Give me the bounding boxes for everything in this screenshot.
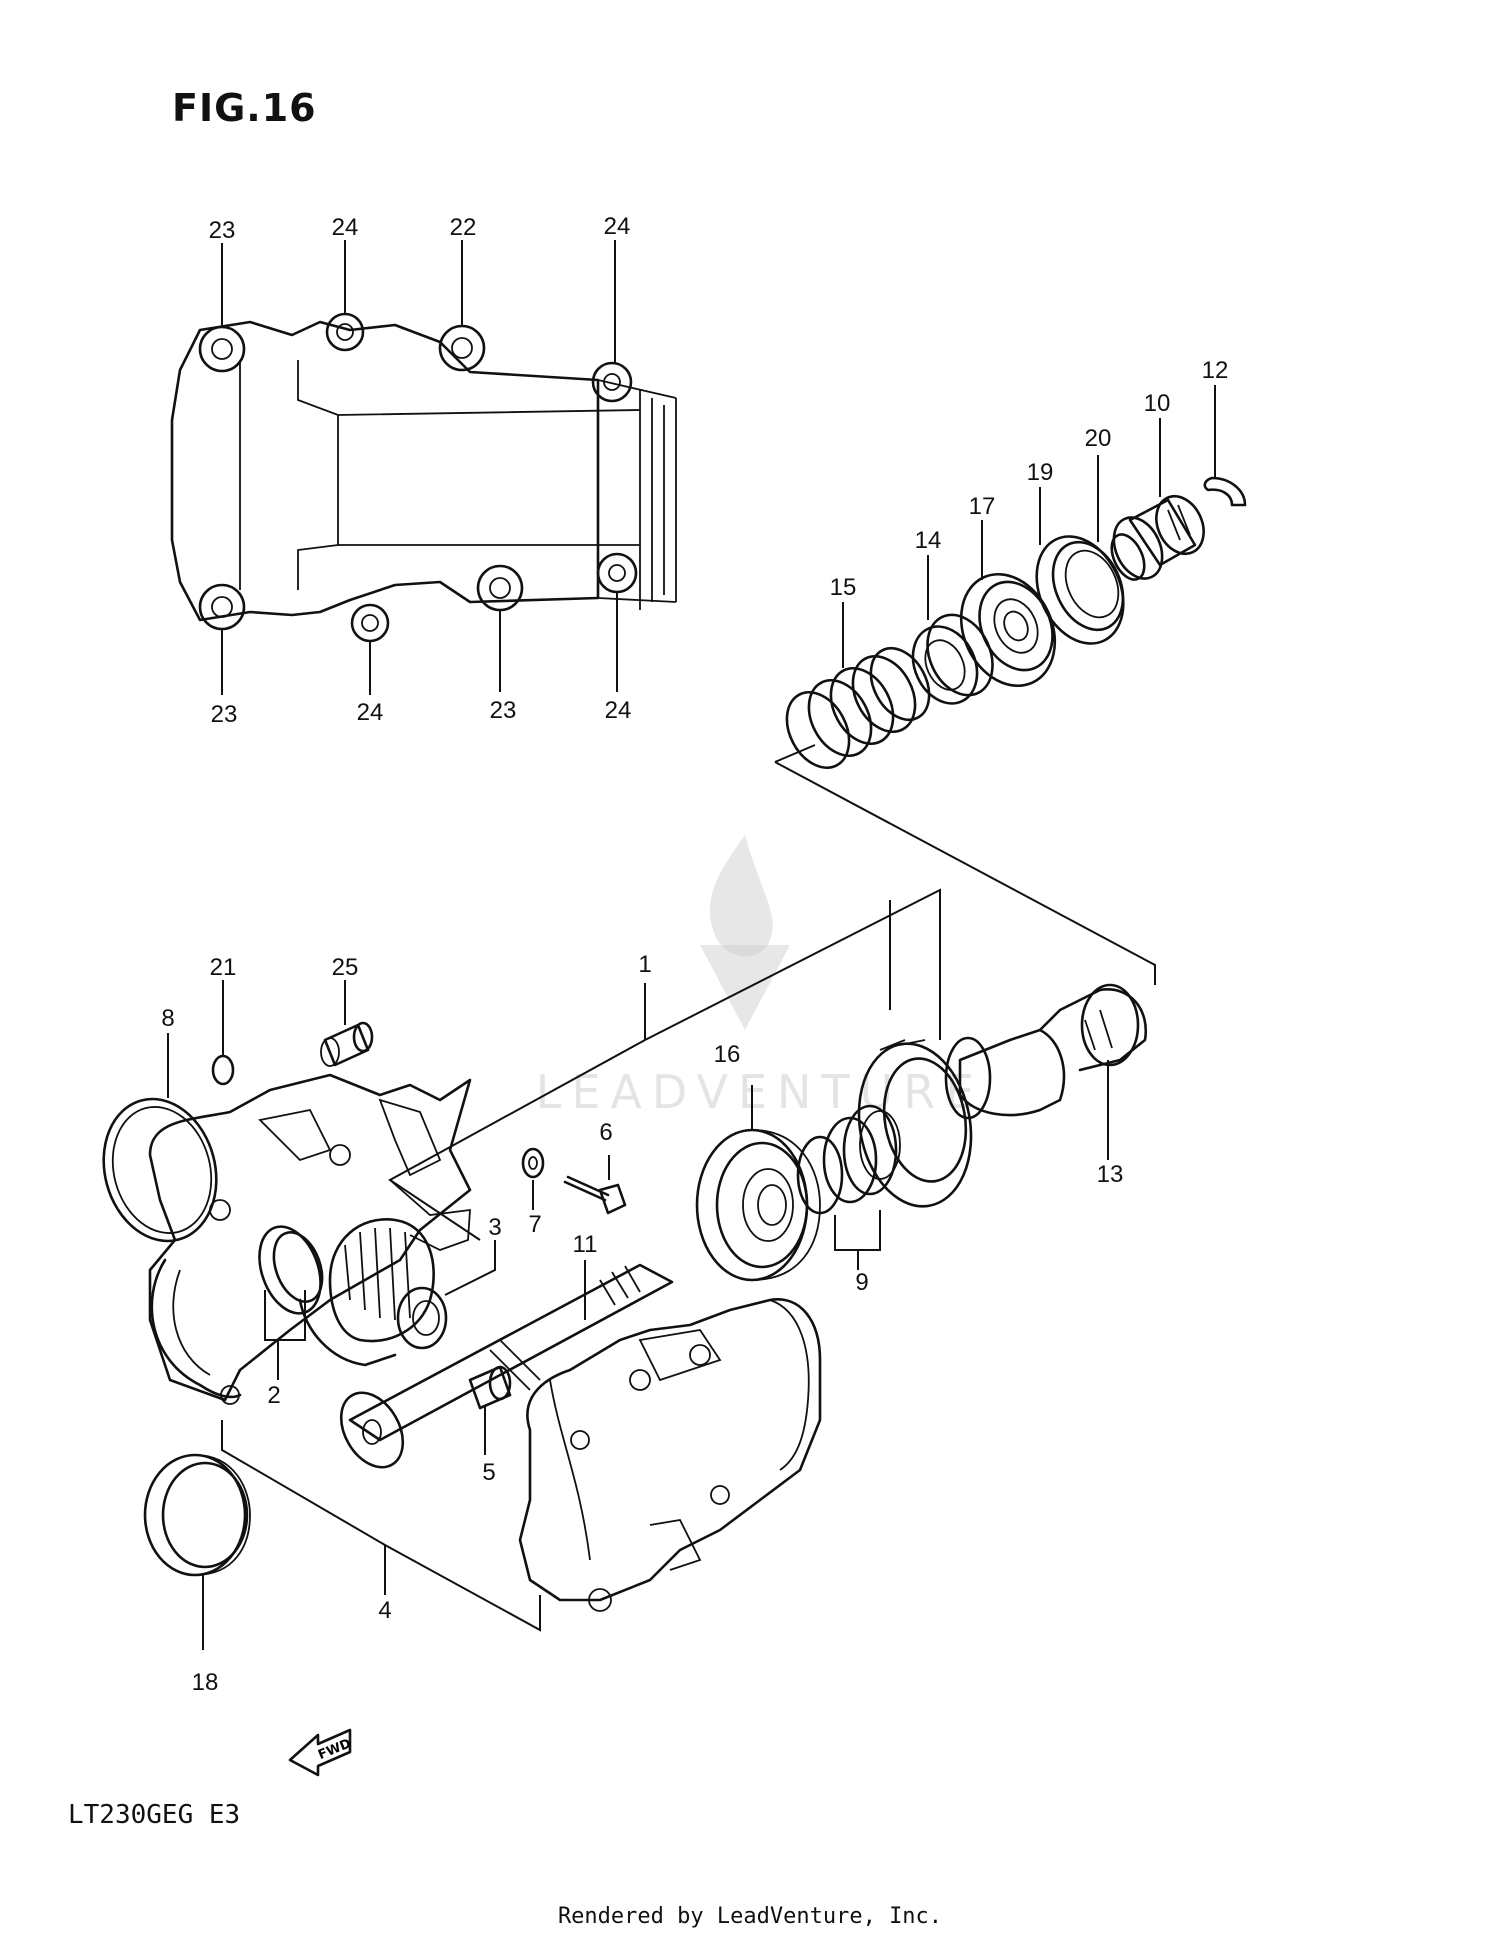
callout-24: 24 <box>604 213 631 240</box>
callout-2: 2 <box>267 1382 280 1409</box>
bearing-part-2 <box>258 1225 324 1315</box>
callout-5: 5 <box>482 1459 495 1486</box>
callout-8: 8 <box>161 1005 174 1032</box>
callout-23: 23 <box>211 701 238 728</box>
oring-part-8 <box>102 1097 218 1243</box>
bearing-part-17 <box>959 572 1057 688</box>
callout-17: 17 <box>969 493 996 520</box>
joint-part-13 <box>944 983 1148 1120</box>
callout-4: 4 <box>378 1597 391 1624</box>
render-credit: Rendered by LeadVenture, Inc. <box>557 1904 943 1929</box>
callout-25: 25 <box>332 954 359 981</box>
watermark-text: LEADVENTURE <box>536 1065 985 1119</box>
model-code: LT230GEG E3 <box>68 1800 241 1830</box>
oil-seal-part-18 <box>143 1453 251 1577</box>
spacer-part-14 <box>911 613 994 705</box>
callout-20: 20 <box>1085 425 1112 452</box>
callout-23: 23 <box>209 217 236 244</box>
washer-part-21 <box>211 1054 235 1086</box>
circlip-part-12 <box>1203 476 1247 507</box>
callout-6: 6 <box>599 1119 612 1146</box>
gear-part-3 <box>298 1218 448 1367</box>
callout-18: 18 <box>192 1669 219 1696</box>
callout-7: 7 <box>528 1211 541 1238</box>
spring-part-15 <box>785 646 931 769</box>
callout-16: 16 <box>714 1041 741 1068</box>
callout-labels: 23 24 22 24 23 24 23 24 12 10 20 19 17 1… <box>161 213 1228 1696</box>
seal-part-19 <box>1035 535 1125 645</box>
callout-24: 24 <box>605 697 632 724</box>
callout-13: 13 <box>1097 1161 1124 1188</box>
top-shaft-leaders <box>774 385 1216 985</box>
washer-part-7 <box>521 1147 545 1179</box>
callout-14: 14 <box>915 527 942 554</box>
oring-part-20 <box>1110 533 1146 581</box>
callout-1: 1 <box>638 951 651 978</box>
dowel-part-25 <box>320 1021 374 1067</box>
fwd-arrow-icon: FWD <box>288 1728 353 1777</box>
shaft-part-11 <box>339 1263 674 1469</box>
housing-part-4b <box>518 1298 822 1612</box>
gasket-leaders <box>221 240 618 695</box>
callout-11: 11 <box>573 1231 598 1258</box>
callout-22: 22 <box>450 214 477 241</box>
main-assembly-leaders <box>167 888 1109 1650</box>
callout-24: 24 <box>332 214 359 241</box>
bolt-part-6 <box>563 1175 627 1215</box>
watermark-logo: LEADVENTURE <box>536 835 985 1119</box>
callout-15: 15 <box>830 574 857 601</box>
callout-12: 12 <box>1202 357 1229 384</box>
callout-24: 24 <box>357 699 384 726</box>
callout-3: 3 <box>488 1214 501 1241</box>
callout-23: 23 <box>490 697 517 724</box>
gear-part-1 <box>857 1039 973 1208</box>
callout-21: 21 <box>210 954 237 981</box>
pin-part-5 <box>468 1365 512 1410</box>
callout-10: 10 <box>1144 390 1171 417</box>
callout-9: 9 <box>855 1269 868 1296</box>
figure-title: FIG.16 <box>172 86 317 130</box>
coupling-part-10 <box>1112 494 1205 580</box>
housing-part-4a <box>148 1073 472 1405</box>
gasket-part <box>170 312 677 643</box>
callout-19: 19 <box>1027 459 1054 486</box>
